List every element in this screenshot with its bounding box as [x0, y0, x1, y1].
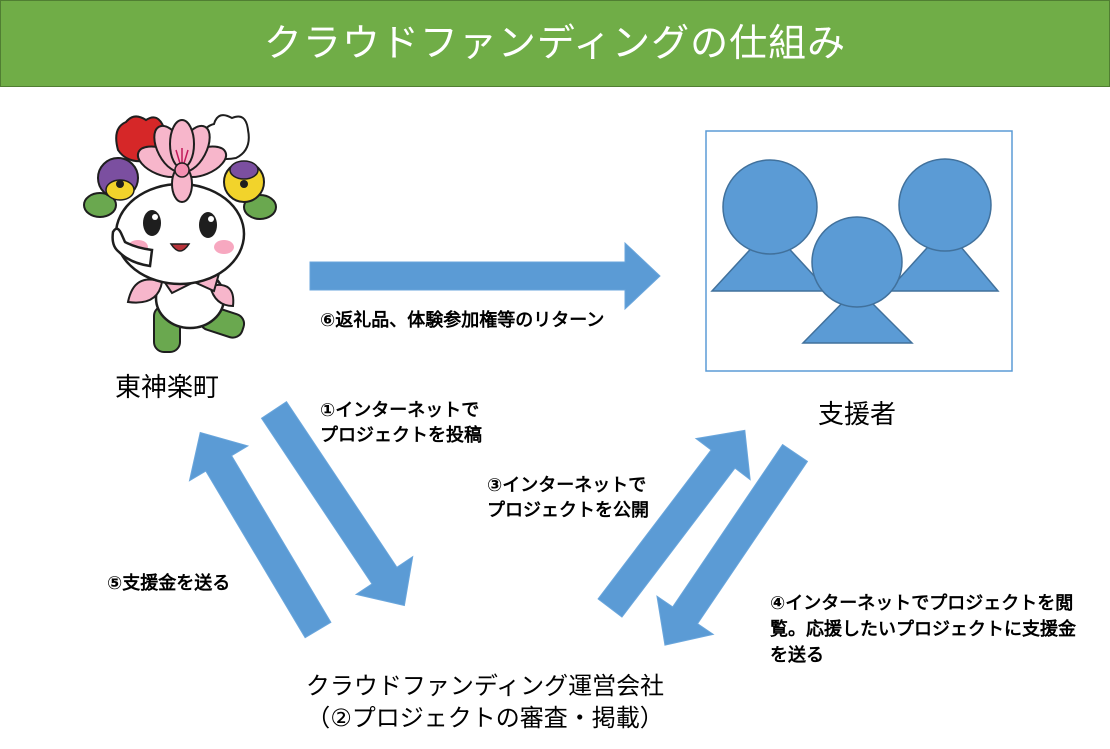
step5-label: ⑤支援金を送る: [107, 571, 230, 596]
supporters-label: 支援者: [818, 400, 897, 430]
step4-label: ④インターネットでプロジェクトを閲 覧。応援したいプロジェクトに支援金 を送る: [770, 591, 1076, 669]
arrow-step6-return: [309, 241, 661, 311]
step1-label-line: ①インターネットで: [320, 400, 480, 421]
mascot-petal-skirt: [208, 284, 235, 308]
step4-label-line: ④インターネットでプロジェクトを閲: [770, 593, 1074, 614]
arrow-step4-browse-support: [656, 443, 809, 646]
step5-label-line: ⑤支援金を送る: [107, 573, 231, 594]
step3-label-line: ③インターネットで: [487, 475, 647, 496]
arrow-step5-send-funds: [188, 431, 332, 639]
arrow-step1-post-project: [260, 400, 414, 607]
step3-label: ③インターネットで プロジェクトを公開: [487, 473, 649, 523]
mascot-character: [83, 114, 277, 353]
mascot-pointing-hand: [111, 227, 154, 268]
step4-label-line: を送る: [770, 645, 824, 666]
step6-label: ⑥返礼品、体験参加権等のリターン: [320, 308, 604, 333]
step1-label: ①インターネットで プロジェクトを投稿: [320, 398, 482, 448]
step1-label-line: プロジェクトを投稿: [320, 425, 482, 446]
person-silhouette-icon: [801, 216, 914, 344]
operator-label: クラウドファンディング運営会社 （②プロジェクトの審査・掲載）: [275, 670, 695, 734]
step4-label-line: 覧。応援したいプロジェクトに支援金: [770, 619, 1076, 640]
person-silhouette-icon: [886, 158, 1000, 292]
step3-label-line: プロジェクトを公開: [487, 500, 649, 521]
supporters-box: [705, 130, 1013, 372]
operator-label-line: （②プロジェクトの審査・掲載）: [306, 704, 664, 732]
person-silhouette-icon: [710, 159, 830, 292]
arrow-step3-publish-project: [597, 429, 751, 618]
town-label: 東神楽町: [115, 373, 220, 403]
step6-label-line: ⑥返礼品、体験参加権等のリターン: [320, 310, 605, 331]
diagram-title: クラウドファンディングの仕組み: [0, 0, 1110, 87]
mascot-leaf: [83, 192, 117, 218]
mascot-flower-crown: [97, 114, 265, 203]
operator-label-line: クラウドファンディング運営会社: [305, 672, 665, 700]
